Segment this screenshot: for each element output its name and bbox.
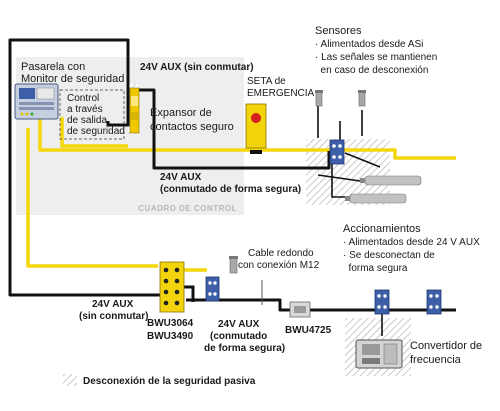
power-label-bottom-mid-line2: (conmutado bbox=[210, 331, 267, 342]
gateway-title-line2: Monitor de seguridad bbox=[21, 73, 124, 85]
power-label-bottom-mid-line3: de forma segura) bbox=[204, 343, 285, 354]
gateway-title-line1: Pasarela con bbox=[21, 61, 85, 73]
actuators-bullet2: · Se desconectan de bbox=[343, 250, 435, 261]
inductive-sensor-2 bbox=[358, 90, 366, 107]
power-label-switched-line2: (conmutado de forma segura) bbox=[160, 184, 301, 195]
inductive-sensor-1 bbox=[315, 90, 323, 107]
yellow-cable-to-module bbox=[26, 128, 158, 268]
cylinder-sensor-1 bbox=[360, 175, 422, 186]
black-cable-actuators bbox=[186, 298, 456, 312]
sensor-cables bbox=[317, 100, 381, 198]
m12-sensor bbox=[229, 256, 238, 274]
yellow-cable-gateway-expander bbox=[60, 117, 128, 148]
estop-label-line2: EMERGENCIA bbox=[247, 88, 315, 99]
control-line4: de seguridad bbox=[67, 126, 125, 137]
emergency-stop-button bbox=[245, 103, 267, 154]
black-cable-switched bbox=[138, 88, 331, 170]
sensors-bullet2: · Las señales se mantienen bbox=[315, 52, 437, 63]
asi-module-sensors bbox=[329, 139, 345, 165]
legend-hatch-swatch bbox=[63, 374, 77, 386]
black-cable-module-m12 bbox=[183, 285, 195, 302]
converter-label-line2: frecuencia bbox=[410, 354, 462, 366]
safety-output-box bbox=[59, 89, 125, 140]
module-bwu4725 bbox=[289, 301, 311, 318]
actuators-bullet1: · Alimentados desde 24 V AUX bbox=[343, 237, 480, 248]
control-line3: de salida bbox=[67, 115, 107, 126]
expander-label-line2: contactos seguro bbox=[150, 121, 234, 133]
estop-label-line1: SETA de bbox=[247, 76, 286, 87]
asi-module-actuator-2 bbox=[426, 289, 442, 315]
actuators-title: Accionamientos bbox=[343, 223, 421, 235]
black-cable-main-loop bbox=[8, 38, 165, 297]
module-label-bwu3064: BWU3064 bbox=[147, 318, 194, 329]
power-label-switched-line1: 24V AUX bbox=[160, 172, 202, 183]
actuators-bullet3: forma segura bbox=[343, 263, 408, 274]
asi-module-actuator-1 bbox=[374, 289, 390, 315]
module-label-bwu4725: BWU4725 bbox=[285, 325, 332, 336]
asi-module-bottom bbox=[205, 276, 220, 302]
cable-label-line2: con conexión M12 bbox=[238, 260, 320, 271]
contact-expander-device bbox=[129, 87, 140, 134]
control-line1: Control bbox=[67, 93, 99, 104]
sensors-title: Sensores bbox=[315, 25, 362, 37]
yellow-cable-asi-bus bbox=[38, 108, 456, 160]
frequency-converter-device bbox=[355, 339, 403, 369]
safety-module-bwu3064 bbox=[159, 261, 185, 313]
converter-label-line1: Convertidor de bbox=[410, 340, 482, 352]
sensors-bullet3: en caso de desconexión bbox=[315, 65, 428, 76]
power-label-top: 24V AUX (sin conmutar) bbox=[140, 62, 254, 73]
gateway-device bbox=[14, 83, 59, 120]
legend-text: Desconexión de la seguridad pasiva bbox=[83, 376, 256, 387]
expander-label-line1: Expansor de bbox=[150, 107, 212, 119]
power-label-bottom-left-line1: 24V AUX bbox=[92, 299, 134, 310]
cylinder-sensor-2 bbox=[345, 193, 407, 204]
power-label-bottom-left-line2: (sin conmutar) bbox=[79, 311, 148, 322]
control-cabinet bbox=[16, 57, 244, 215]
cabinet-label: CUADRO DE CONTROL bbox=[138, 204, 237, 213]
cable-label-line1: Cable redondo bbox=[248, 248, 314, 259]
power-label-bottom-mid-line1: 24V AUX bbox=[218, 319, 260, 330]
sensors-bullet1: · Alimentados desde ASi bbox=[315, 39, 423, 50]
control-line2: a través bbox=[67, 104, 103, 115]
module-label-bwu3490: BWU3490 bbox=[147, 331, 194, 342]
